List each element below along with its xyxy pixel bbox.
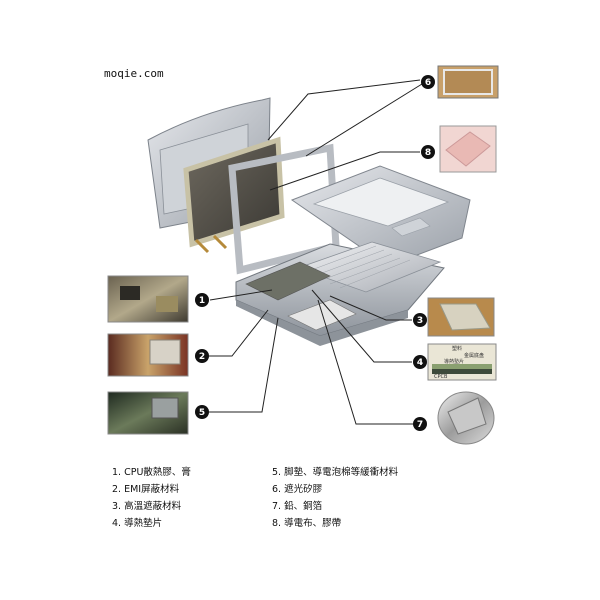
callout-3-label: 3 [417, 316, 423, 326]
callout-8-label: 8 [425, 148, 431, 158]
callout-marker-4: 4 [413, 355, 427, 369]
inset-2-emi-shielding [107, 333, 189, 377]
callout-markers: 1 2 3 4 5 6 7 8 [195, 75, 435, 431]
inset-6-shading-silicone [437, 65, 499, 99]
callout-1-label: 1 [199, 296, 205, 306]
inset-4-thermal-pad [427, 343, 497, 381]
legend-item-2: 2. EMI屏蔽材料 [112, 484, 180, 495]
inset4-label-pcb: CPCB [434, 374, 448, 380]
callout-marker-2: 2 [195, 349, 209, 363]
inset4-label-plastic: 塑料 [452, 345, 462, 352]
legend: 1. CPU散熱膠、膏 2. EMI屏蔽材料 3. 高溫遮蔽材料 4. 導熱墊片… [112, 464, 492, 534]
callout-6-label: 6 [425, 78, 431, 88]
base-keyboard-assembly [235, 241, 445, 346]
callout-5-label: 5 [199, 408, 205, 418]
legend-item-4: 4. 導熱墊片 [112, 518, 163, 529]
callout-4-label: 4 [417, 358, 423, 368]
callout-marker-1: 1 [195, 293, 209, 307]
inset4-label-chassis: 金属底盘 [464, 352, 484, 359]
callout-marker-8: 8 [421, 145, 435, 159]
callout-2-label: 2 [199, 352, 205, 362]
callout-marker-5: 5 [195, 405, 209, 419]
legend-item-3: 3. 高溫遮蔽材料 [112, 501, 182, 512]
callout-marker-7: 7 [413, 417, 427, 431]
inset-3-high-temp-shielding [427, 297, 495, 337]
legend-item-5: 5. 脚墊、導電泡棉等緩衝材料 [272, 467, 399, 478]
inset-5-cushion-materials [107, 391, 189, 435]
inset-8-conductive-tape [439, 125, 497, 173]
callout-lines [208, 79, 423, 425]
inset4-label-pad: 導熱墊片 [444, 358, 464, 365]
callout-marker-3: 3 [413, 313, 427, 327]
inset-7-copper-foil [437, 391, 495, 445]
legend-item-6: 6. 遮光矽膠 [272, 484, 323, 495]
legend-item-1: 1. CPU散熱膠、膏 [112, 467, 191, 478]
legend-item-8: 8. 導電布、膠帶 [272, 518, 342, 529]
legend-item-7: 7. 鉛、銅箔 [272, 501, 323, 512]
callout-7-label: 7 [417, 420, 423, 430]
inset-1-cpu-thermal [107, 275, 189, 323]
watermark: moqie.com [104, 67, 164, 80]
callout-marker-6: 6 [421, 75, 435, 89]
